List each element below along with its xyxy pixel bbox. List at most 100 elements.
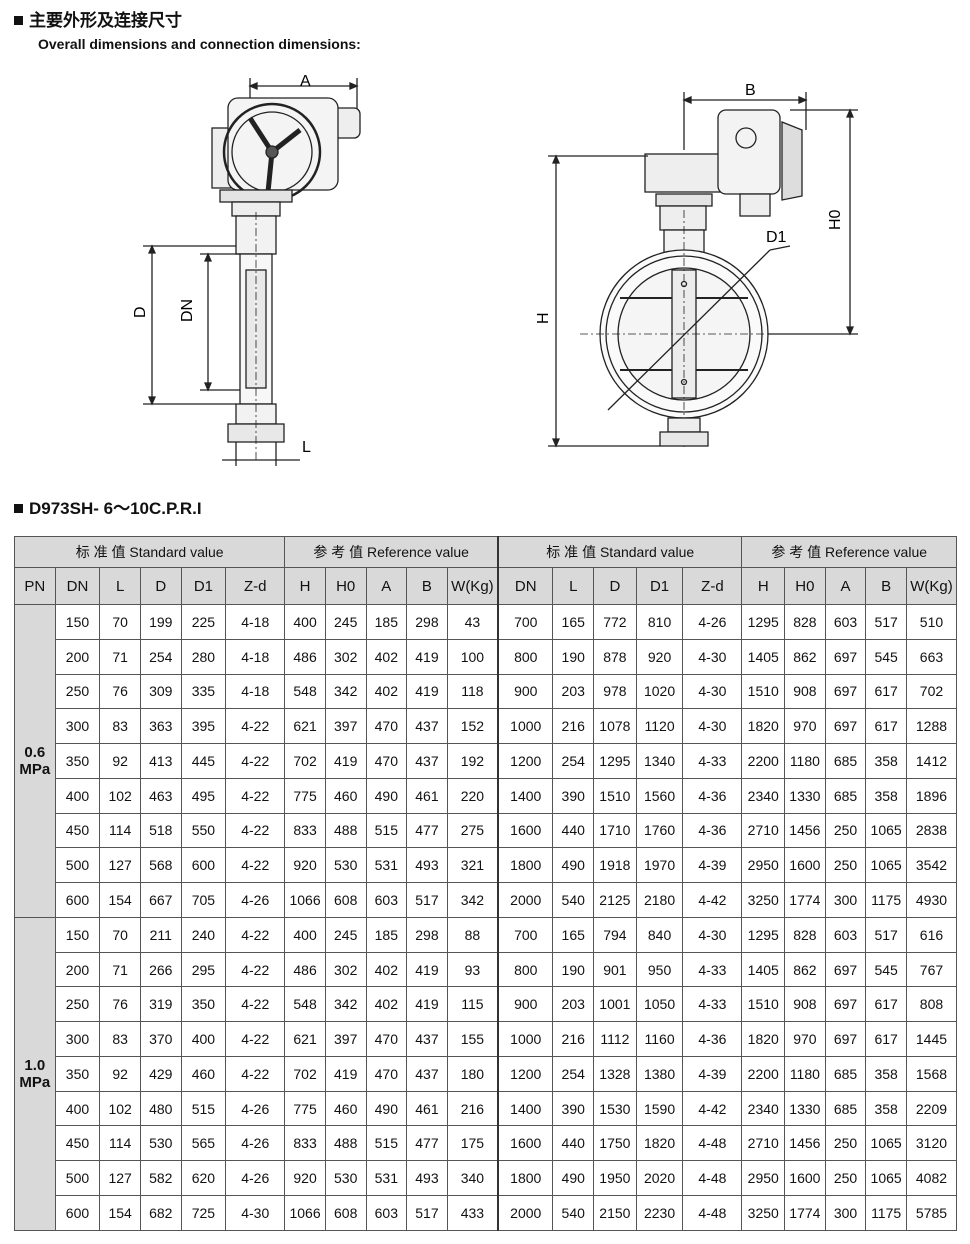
table-cell: 550 [180,812,227,849]
table-cell: 180 [446,1055,499,1092]
table-cell: 1180 [784,1055,826,1092]
group-header-row: 标 准 值 Standard value 参 考 值 Reference val… [13,536,957,568]
table-cell: 266 [139,951,182,988]
table-cell: 548 [284,673,326,710]
table-cell: 531 [365,1160,408,1197]
table-cell: 920 [284,847,326,884]
table-cell: 70 [99,916,141,953]
table-cell: 808 [905,986,958,1023]
table-cell: 419 [406,638,448,675]
table-cell: 548 [284,986,326,1023]
table-cell: 2950 [741,847,786,884]
table-cell: 490 [552,847,595,884]
table-cell: 43 [446,604,499,640]
table-cell: 298 [406,916,448,953]
table-cell: 413 [139,743,182,779]
table-cell: 88 [446,916,499,953]
table-cell: 1820 [741,1021,786,1057]
table-cell: 540 [552,882,595,918]
table-cell: 4-33 [682,986,743,1023]
table-cell: 440 [552,812,595,849]
table-cell: 700 [497,916,554,953]
table-cell: 4-33 [682,743,743,779]
table-cell: 1120 [635,708,684,745]
table-cell: 216 [552,1021,595,1057]
table-cell: 920 [635,638,684,675]
table-cell: 4-22 [225,916,286,953]
table-cell: 71 [99,638,141,675]
table-cell: 477 [406,1125,448,1162]
table-cell: 1820 [741,708,786,745]
column-header: B [406,567,448,605]
table-cell: 1400 [497,777,554,814]
table-cell: 450 [54,1125,101,1162]
table-cell: 240 [180,916,227,953]
table-cell: 1295 [593,743,637,779]
table-cell: 309 [139,673,182,710]
table-cell: 1050 [635,986,684,1023]
table-cell: 321 [446,847,499,884]
label-a: A [300,73,311,90]
table-cell: 3542 [905,847,958,884]
column-header: A [824,567,867,605]
table-cell: 400 [284,916,326,953]
pn-label: 1.0 [24,1056,46,1074]
table-cell: 2340 [741,1090,786,1127]
table-cell: 1405 [741,638,786,675]
table-cell: 400 [54,1090,101,1127]
bullet-square-icon [14,16,23,25]
table-cell: 470 [365,1055,408,1092]
table-cell: 470 [365,743,408,779]
table-cell: 1456 [784,812,826,849]
table-cell: 114 [99,1125,141,1162]
table-cell: 500 [54,1160,101,1197]
table-cell: 1078 [593,708,637,745]
table-cell: 199 [139,604,182,640]
table-cell: 1774 [784,1195,826,1231]
table-cell: 300 [824,882,867,918]
table-cell: 127 [99,1160,141,1197]
table-cell: 488 [324,1125,367,1162]
table-cell: 302 [324,638,367,675]
column-header: D1 [180,567,227,605]
table-cell: 470 [365,708,408,745]
table-cell: 2710 [741,1125,786,1162]
table-cell: 440 [552,1125,595,1162]
table-cell: 603 [365,1195,408,1231]
table-cell: 4-26 [225,882,286,918]
front-view [548,92,858,450]
table-cell: 2200 [741,1055,786,1092]
table-cell: 4-48 [682,1160,743,1197]
table-cell: 102 [99,777,141,814]
table-cell: 828 [784,916,826,953]
heading-cn: 主要外形及连接尺寸 [14,6,182,31]
table-cell: 616 [905,916,958,953]
table-cell: 697 [824,951,867,988]
table-cell: 702 [284,1055,326,1092]
table-cell: 920 [284,1160,326,1197]
table-cell: 1175 [865,882,907,918]
table-cell: 419 [406,951,448,988]
table-cell: 127 [99,847,141,884]
table-cell: 4-18 [225,604,286,640]
table-cell: 250 [824,1160,867,1197]
table-cell: 545 [865,638,907,675]
table-cell: 2209 [905,1090,958,1127]
table-cell: 1065 [865,1125,907,1162]
table-cell: 1970 [635,847,684,884]
table-cell: 83 [99,1021,141,1057]
label-h: H [535,312,552,324]
table-cell: 402 [365,638,408,675]
table-cell: 250 [54,673,101,710]
column-header: PN [14,567,56,605]
table-cell: 486 [284,638,326,675]
table-cell: 460 [324,777,367,814]
table-cell: 1600 [497,1125,554,1162]
table-cell: 298 [406,604,448,640]
table-cell: 2180 [635,882,684,918]
column-header: A [365,567,408,605]
